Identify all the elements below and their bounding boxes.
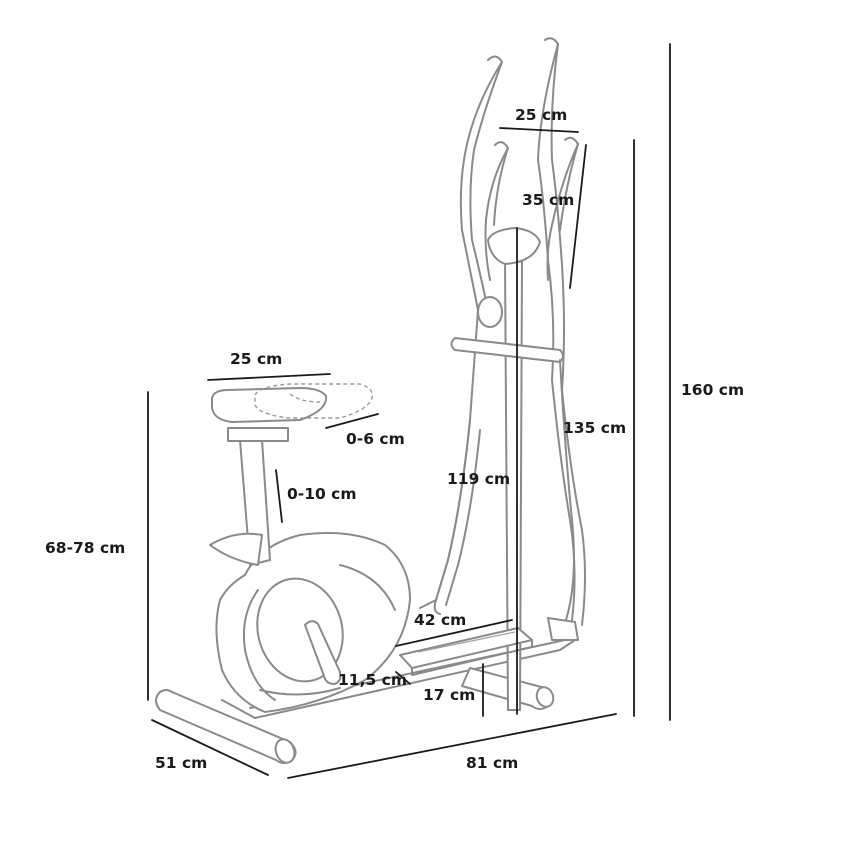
elliptical-trainer-drawing <box>155 37 586 764</box>
dim-line-seat-adjust-v <box>275 469 283 523</box>
crank-arm <box>304 620 342 685</box>
main-rail <box>221 639 576 719</box>
label-pedal-height: 17 cm <box>423 686 475 704</box>
label-console-height: 135 cm <box>563 419 626 437</box>
label-base-length: 81 cm <box>466 754 518 772</box>
label-pedal-length: 42 cm <box>414 611 466 629</box>
dimension-lines <box>147 43 671 779</box>
label-handle-width: 25 cm <box>515 106 567 124</box>
label-handle-height: 119 cm <box>447 470 510 488</box>
seat-adjust-ghost <box>254 383 373 419</box>
dim-line-base-length <box>287 713 617 779</box>
label-seat-width: 25 cm <box>230 350 282 368</box>
label-pedal-width: 11,5 cm <box>338 671 407 689</box>
console <box>487 227 541 265</box>
seat <box>211 387 328 423</box>
dim-line-handle-depth <box>569 144 587 289</box>
label-seat-height: 68-78 cm <box>45 539 125 557</box>
dim-line-pedal-length <box>395 619 513 647</box>
rear-handle <box>419 55 503 609</box>
dim-line-seat-width <box>207 373 331 381</box>
front-handle <box>484 141 509 281</box>
pivot-joint <box>477 296 503 328</box>
right-handle <box>537 37 576 621</box>
rear-base-tube <box>155 689 297 764</box>
dim-line-handle-width <box>499 127 579 133</box>
label-seat-adjust-vertical: 0-10 cm <box>287 485 357 503</box>
dim-line-base-width <box>151 719 269 776</box>
label-seat-adjust-horizontal: 0-6 cm <box>346 430 405 448</box>
dimension-labels: 25 cm 35 cm 160 cm 25 cm 0-6 cm 135 cm 1… <box>45 106 744 772</box>
dim-line-seat-adjust-h <box>325 413 379 429</box>
dim-line-pedal-width <box>395 671 411 685</box>
label-base-width: 51 cm <box>155 754 207 772</box>
label-handle-depth: 35 cm <box>522 191 574 209</box>
label-total-height: 160 cm <box>681 381 744 399</box>
